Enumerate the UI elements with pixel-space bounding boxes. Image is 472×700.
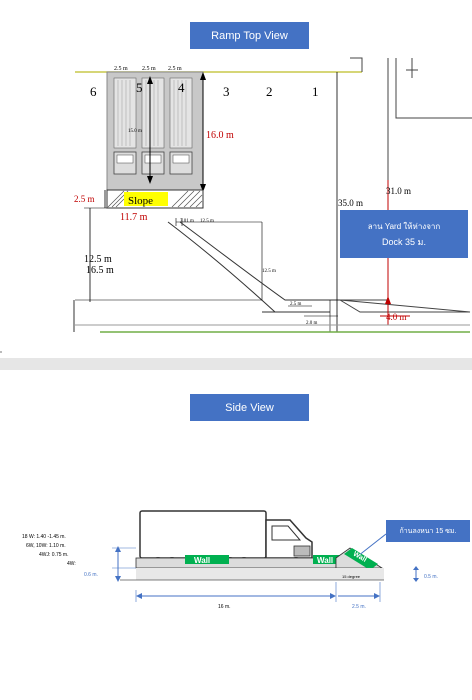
curved-ramp-inner: [179, 221, 340, 301]
ramp-length-label: 2.5 m.: [352, 604, 366, 610]
bay-number-2: 2: [266, 84, 273, 99]
wall-right: [313, 555, 343, 564]
side-note-callout: ก้านลงหนา 15 ซม.: [386, 520, 470, 542]
curve-label: 12.5 m: [262, 269, 276, 274]
curved-ramp: [167, 221, 290, 313]
bay-number-6: 6: [90, 84, 97, 99]
yard-note-line-2: Dock 35 ม.: [382, 236, 426, 247]
slope-label: Slope: [128, 195, 153, 207]
truck-bay-2: [141, 77, 165, 175]
wall-left: [185, 555, 229, 564]
left-label-12-5: 12.5 m: [84, 254, 112, 265]
label-35m: 35.0 m: [338, 198, 363, 208]
wall-ramp: [344, 548, 378, 570]
height-label-18w: 18 W: 1.40 -1.45 m.: [22, 534, 66, 540]
truck-cargo-box: [139, 510, 267, 559]
ramp-edge: [339, 299, 471, 313]
right-height-label: 0.5 m.: [424, 574, 438, 580]
callout-pointer: [357, 533, 387, 557]
bay-number-3: 3: [223, 84, 230, 99]
label-2-0m: 2.0 m: [306, 321, 318, 326]
bay-width-2: 2.5 m: [142, 66, 156, 72]
top-view-title: Ramp Top View: [190, 22, 309, 49]
yard-note-line-1: ลาน Yard ให้ห่างจาก: [367, 221, 441, 231]
height-label-4w: 4W:: [67, 561, 76, 567]
truck-bay-1: [113, 77, 137, 175]
small-label-2: 12.5 m: [200, 219, 214, 224]
dock-platform: [135, 557, 337, 569]
small-label-1: 3.01 m: [180, 219, 194, 224]
bay-number-1: 1: [312, 84, 319, 99]
right-wall-box: [395, 58, 472, 119]
wall-label-1: Wall: [194, 556, 210, 565]
label-2-5m: 2.5 m: [290, 302, 302, 307]
bay-width-3: 2.5 m: [168, 66, 182, 72]
slope-width-label: 11.7 m: [120, 212, 148, 223]
yard-note-callout: ลาน Yard ให้ห่างจาก Dock 35 ม.: [340, 210, 468, 258]
left-height-label: 0.6 m.: [84, 572, 98, 578]
side-view-diagram: 18 W: 1.40 -1.45 m. 6W, 10W: 1.10 m. 4WJ…: [22, 510, 438, 610]
bay-number-4: 4: [178, 80, 185, 95]
height-label-4wj: 4WJ: 0.75 m.: [39, 552, 68, 558]
side-view-title: Side View: [190, 394, 309, 421]
section-divider: [0, 358, 472, 370]
bay-number-5: 5: [136, 80, 143, 95]
right-wall-left: [350, 57, 363, 72]
label-31m: 31.0 m: [386, 186, 411, 196]
height-label-6w: 6W, 10W: 1.10 m.: [26, 543, 66, 549]
degree-label: 15 degree: [342, 574, 361, 579]
setback-label: 2.5 m: [74, 194, 95, 204]
left-label-16-5: 16.5 m: [86, 265, 114, 276]
dock-depth-label: 16.0 m: [206, 130, 234, 141]
slope-label-bg: [124, 192, 168, 206]
label-4-0m: 4.0 m: [386, 312, 407, 322]
ground-band: [136, 568, 384, 580]
ramp-top-view-diagram: 6 5 4 3 2 1 2.5 m 2.5 m 2.5 m 15.0 m 16.…: [0, 57, 472, 353]
wall-label-2: Wall: [317, 556, 333, 565]
bay-width-1: 2.5 m: [114, 66, 128, 72]
truck-bay-3: [169, 77, 193, 175]
length-16m-label: 16 m.: [218, 604, 231, 610]
truck-length-label: 15.0 m: [128, 129, 142, 134]
side-note-text: ก้านลงหนา 15 ซม.: [399, 527, 457, 535]
